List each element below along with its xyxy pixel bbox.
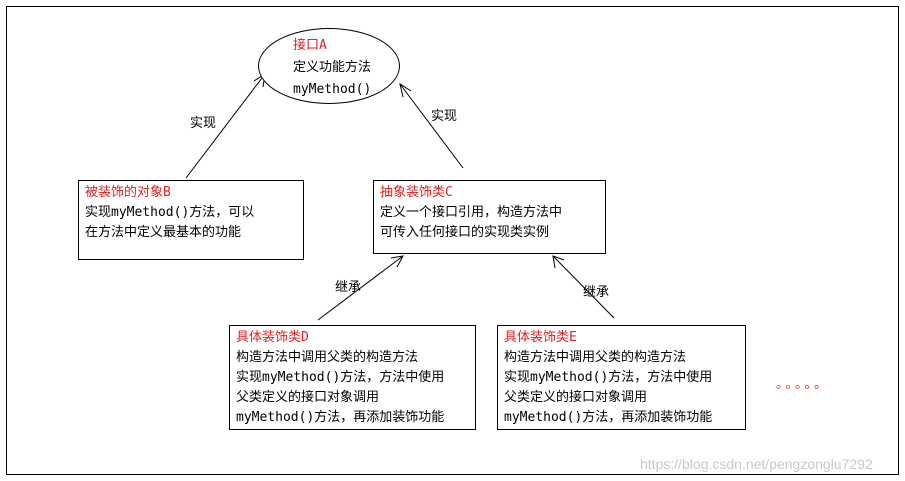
abstract-decorator-c-node: 抽象装饰类C 定义一个接口引用，构造方法中 可传入任何接口的实现类实例 (373, 180, 606, 254)
abstract-c-line: 定义一个接口引用，构造方法中 (380, 205, 563, 220)
arrowhead-e-to-c (552, 255, 565, 269)
abstract-c-line: 可传入任何接口的实现类实例 (380, 225, 550, 240)
abstract-c-title: 抽象装饰类C (380, 185, 453, 200)
arrow-b-to-a (185, 73, 266, 179)
interface-a-title: 接口A (293, 38, 327, 53)
watermark: https://blog.csdn.net/pengzonglu7292 (640, 456, 873, 472)
concrete-d-line: 构造方法中调用父类的构造方法 (236, 350, 419, 365)
decorated-b-line: 在方法中定义最基本的功能 (85, 225, 242, 240)
edge-label-implements-b: 实现 (190, 116, 217, 131)
diagram-frame (6, 6, 899, 475)
concrete-decorator-d-node: 具体装饰类D 构造方法中调用父类的构造方法 实现myMethod()方法，方法中… (229, 325, 476, 430)
edge-label-inherits-d: 继承 (335, 280, 362, 295)
concrete-e-line: 父类定义的接口对象调用 (504, 390, 648, 405)
ellipsis-more: 。。。。。 (776, 377, 831, 392)
interface-a-node: 接口A 定义功能方法 myMethod() (258, 28, 400, 104)
concrete-decorator-e-node: 具体装饰类E 构造方法中调用父类的构造方法 实现myMethod()方法，方法中… (497, 325, 746, 430)
arrow-d-to-c (317, 255, 404, 321)
concrete-d-line: myMethod()方法，再添加装饰功能 (236, 410, 445, 425)
decorated-b-title: 被装饰的对象B (85, 185, 171, 200)
arrowhead-d-to-c (390, 255, 404, 268)
edge-label-inherits-e: 继承 (583, 285, 610, 300)
concrete-d-line: 实现myMethod()方法，方法中使用 (236, 370, 445, 385)
arrowhead-c-to-a (399, 82, 412, 98)
interface-a-line: myMethod() (293, 82, 372, 97)
concrete-e-title: 具体装饰类E (504, 330, 577, 345)
concrete-e-line: myMethod()方法，再添加装饰功能 (504, 410, 713, 425)
concrete-d-title: 具体装饰类D (236, 330, 309, 345)
concrete-e-line: 实现myMethod()方法，方法中使用 (504, 370, 713, 385)
edge-label-implements-c: 实现 (431, 109, 458, 124)
decorated-b-line: 实现myMethod()方法，可以 (85, 205, 255, 220)
decorated-object-b-node: 被装饰的对象B 实现myMethod()方法，可以 在方法中定义最基本的功能 (78, 180, 304, 260)
arrow-e-to-c (552, 255, 615, 319)
concrete-e-line: 构造方法中调用父类的构造方法 (504, 350, 687, 365)
concrete-d-line: 父类定义的接口对象调用 (236, 390, 380, 405)
arrow-c-to-a (399, 83, 464, 169)
interface-a-line: 定义功能方法 (293, 60, 372, 75)
